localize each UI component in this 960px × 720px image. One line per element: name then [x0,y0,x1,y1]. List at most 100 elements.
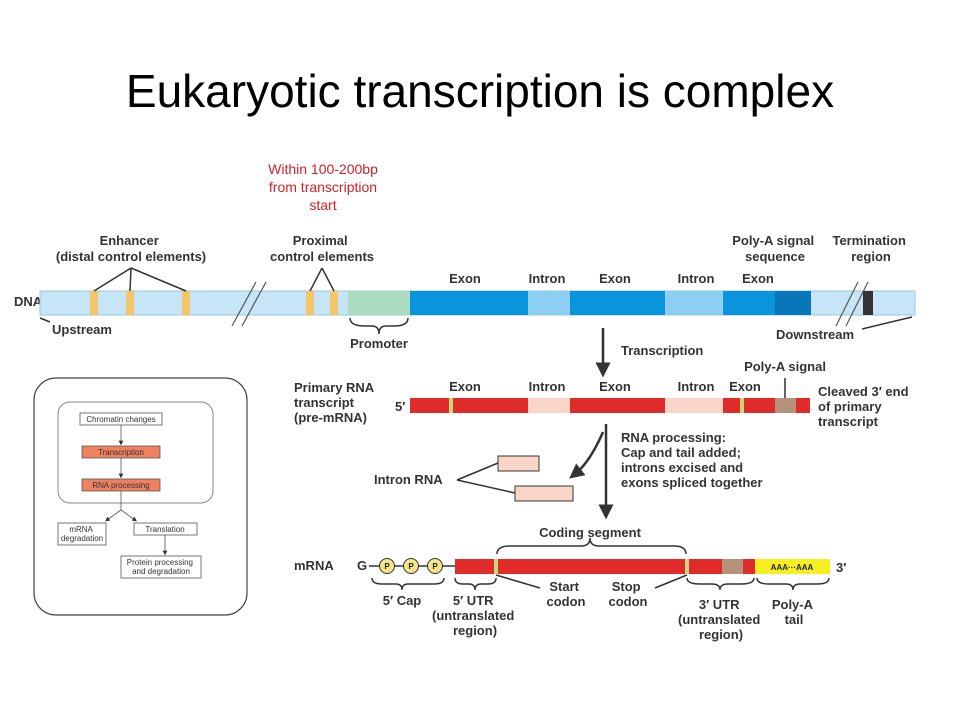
pre-mrna-intron-2 [665,398,723,413]
gene-expression-flowchart: Chromatin changes Transcription RNA proc… [33,377,248,616]
utr5-label: 5′ UTR (untranslated region) [432,593,518,638]
coding-segment-brace [496,537,687,555]
stop-codon-marker [685,559,689,574]
annotation-line-3: start [309,197,337,213]
phosphate-2 [403,558,419,574]
translation-box [133,522,198,536]
dna-break-left [231,281,267,327]
pre-mrna-stop-marker [740,398,744,413]
phosphate-label-3: P [432,562,438,571]
intron-removal-arrow [569,431,605,479]
pre-mrna-row: Primary RNA transcript (pre-mRNA) 5′ Exo… [294,359,912,429]
pre-mrna-five-prime: 5′ [395,399,405,414]
phosphate-label-2: P [408,562,414,571]
phosphate-label-1: P [384,562,390,571]
utr5-brace [454,577,497,591]
dna-row: DNA Enhancer (distal control elements) [14,233,916,351]
mrna-strand [455,559,755,574]
promoter-label: Promoter [350,336,408,351]
start-codon-pointer [495,574,541,589]
stop-codon-pointer [654,574,688,589]
protein-processing-box [120,555,202,579]
processing-step: RNA processing: Cap and tail added; intr… [569,424,763,520]
dna-intron-1 [528,291,570,315]
termination-region-label: Termination region [832,233,909,264]
mrna-degradation-label: mRNA degradation [61,525,103,543]
enhancer-element-1 [90,291,98,315]
downstream-arrow [861,316,913,330]
dna-exon-2 [570,291,665,315]
phosphate-1 [379,558,395,574]
pre-mrna-label: Primary RNA transcript (pre-mRNA) [294,380,377,425]
intron-rna-label: Intron RNA [374,472,443,487]
dna-intron-label-2: Intron [678,271,715,286]
pre-mrna-exon-label-2: Exon [599,379,631,394]
excised-intron-1 [497,455,540,472]
polya-tail-segment [755,559,830,574]
mrna-degradation-box [57,522,107,546]
upstream-arrow [39,317,51,323]
pre-mrna-strand [410,398,810,413]
proximal-element-2 [330,291,338,315]
dna-label: DNA [14,294,43,309]
cap-label: 5′ Cap [383,593,422,608]
mrna-label: mRNA [294,558,334,573]
stop-codon-label: Stop codon [609,579,648,609]
promoter-segment [348,291,410,315]
dna-exon-label-1: Exon [449,271,481,286]
pre-mrna-exon-label-3: Exon [729,379,761,394]
proximal-element-1 [306,291,314,315]
proximal-label: Proximal control elements [270,233,374,264]
phosphate-3 [427,558,443,574]
processing-label: RNA processing: Cap and tail added; intr… [621,430,763,490]
polya-text: AAA···AAA [771,563,814,572]
flow-transcription-label: Transcription [98,448,144,457]
cleaved-end-label: Cleaved 3′ end of primary transcript [818,384,912,429]
dna-exon-label-3: Exon [742,271,774,286]
intron-rna: Intron RNA [374,455,574,502]
polya-signal-label: Poly-A signal [744,359,826,374]
flow-translation-label: Translation [145,525,184,534]
excised-intron-2 [514,485,574,502]
cap-g: G [357,558,367,573]
annotation-line-1: Within 100-200bp [268,161,378,177]
pre-mrna-intron-label-2: Intron [678,379,715,394]
utr3-brace [686,577,755,591]
dna-break-right [835,281,869,327]
dna-exon-3 [723,291,775,315]
promoter-brace [349,317,409,335]
pre-mrna-intron-label-1: Intron [529,379,566,394]
annotation-line-2: from transcription [268,179,378,195]
enhancer-element-3 [182,291,190,315]
polya-tail-brace [756,577,830,591]
start-codon-marker [494,559,498,574]
proximal-pointer-lines [309,267,335,292]
polya-tail-label: Poly-A tail [772,597,816,627]
utr3-label: 3′ UTR (untranslated region) [678,597,764,642]
downstream-label: Downstream [776,327,854,342]
cap-brace [371,577,445,591]
termination-marker [863,291,873,315]
dna-intron-label-1: Intron [529,271,566,286]
dna-intron-2 [665,291,723,315]
transcription-step: Transcription [595,328,703,378]
chromatin-changes-label: Chromatin changes [86,415,155,424]
dna-exon-label-2: Exon [599,271,631,286]
dna-polya-signal-seq [775,291,811,315]
promoter-distance-annotation: Within 100-200bp from transcription star… [238,160,408,214]
enhancer-element-2 [126,291,134,315]
enhancer-label: Enhancer (distal control elements) [56,233,206,264]
dna-exon-1 [410,291,528,315]
pre-mrna-polya-signal [775,398,796,413]
mrna-row: mRNA G P P P AAA···AAA 3′ Coding segment… [294,525,846,642]
coding-segment-label: Coding segment [539,525,642,540]
polya-signal-sequence-label: Poly-A signal sequence [732,233,818,264]
flowchart-nucleus-frame [57,401,214,504]
protein-processing-label: Protein processing and degradation [127,558,196,576]
start-codon-label: Start codon [547,579,586,609]
pre-mrna-intron-1 [528,398,570,413]
page-title: Eukaryotic transcription is complex [125,65,835,117]
upstream-label: Upstream [52,322,112,337]
mrna-three-prime: 3′ [836,560,846,575]
